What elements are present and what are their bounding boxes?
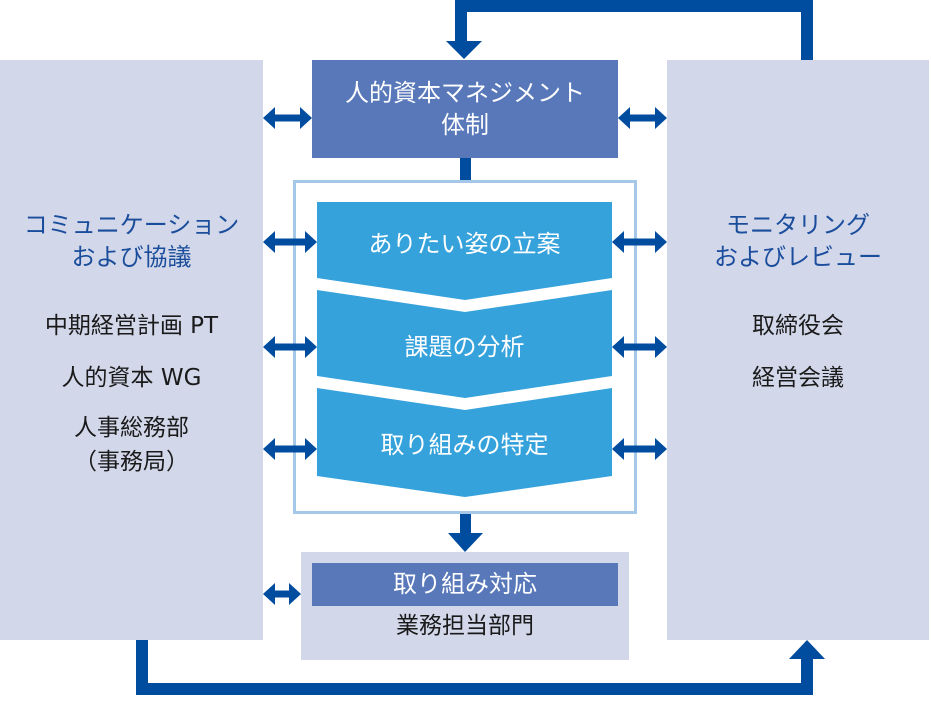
top-box-line-2: 体制	[441, 111, 489, 139]
implementation-header: 取り組み対応	[312, 563, 618, 606]
left-panel-item: 中期経営計画 PT	[44, 313, 219, 339]
left-panel-title-line-1: コミュニケーション	[23, 211, 240, 239]
implementation-department: 業務担当部門	[396, 613, 534, 639]
right-panel-item: 取締役会	[752, 313, 844, 339]
left-panel-communication: コミュニケーション および協議 中期経営計画 PT 人的資本 WG 人事総務部 …	[0, 60, 263, 640]
implementation-box: 取り組み対応 業務担当部門	[301, 552, 629, 660]
double-arrow-left-to-bottom-box	[263, 583, 301, 605]
left-panel-item: （事務局）	[74, 449, 189, 475]
process-step-2-label: 課題の分析	[404, 333, 525, 361]
left-panel-title-line-2: および協議	[71, 243, 192, 271]
arrow-down-to-bottom-box	[448, 514, 483, 552]
right-panel-item: 経営会議	[752, 365, 844, 391]
right-panel-title-line-2: およびレビュー	[714, 243, 882, 271]
left-panel-item: 人事総務部	[74, 415, 189, 441]
connector-top-to-frame	[460, 158, 471, 180]
process-step-1-label: ありたい姿の立案	[368, 230, 561, 258]
double-arrow-top-box-to-right	[618, 107, 667, 129]
process-step-3-label: 取り組みの特定	[380, 431, 549, 459]
top-box-line-1: 人的資本マネジメント	[345, 79, 585, 107]
loop-arrow-top	[446, 0, 813, 60]
left-panel-item: 人的資本 WG	[61, 365, 202, 391]
double-arrow-left-to-top-box	[263, 107, 312, 129]
right-panel-title-line-1: モニタリング	[726, 211, 870, 239]
hr-capital-management-box: 人的資本マネジメント 体制	[312, 60, 618, 158]
right-panel-monitoring: モニタリング およびレビュー 取締役会 経営会議	[667, 60, 929, 640]
